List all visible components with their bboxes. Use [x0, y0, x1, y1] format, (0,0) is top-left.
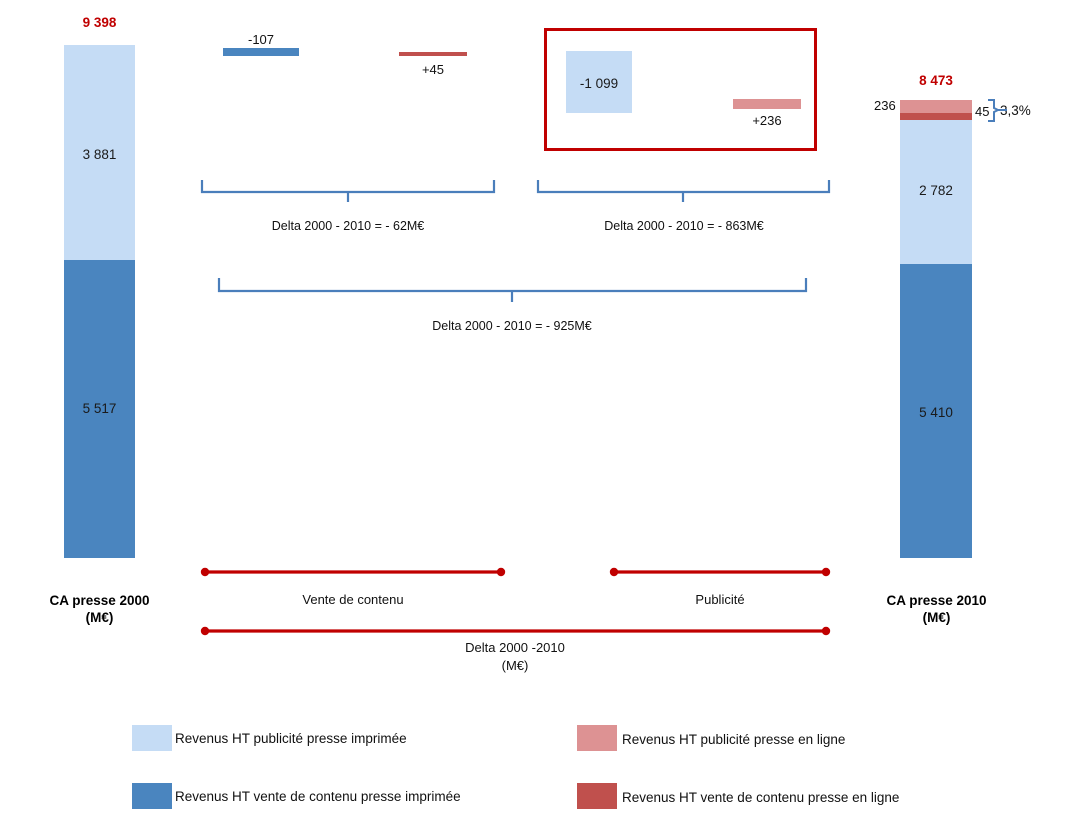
bracket-delta-vente-contenu — [200, 180, 496, 202]
axis-delta-total — [200, 626, 831, 636]
axis-vente-de-contenu-label: Vente de contenu — [302, 592, 404, 607]
delta-bar-4-label: +236 — [752, 113, 782, 128]
legend-label-vente-contenu-imprimee: Revenus HT vente de contenu presse impri… — [175, 789, 461, 804]
legend-swatch-publicite-en-ligne — [577, 725, 617, 751]
bracket-delta-total — [217, 278, 808, 302]
axis-vente-de-contenu — [200, 567, 506, 577]
delta-bar-publicite-en-ligne — [733, 99, 801, 109]
axis-label-2000-line1: CA presse 2000 — [49, 593, 150, 608]
bar-2010-vente-contenu-imprimee-value: 5 410 — [919, 405, 953, 420]
bar-2010-publicite-en-ligne — [900, 100, 972, 113]
axis-label-2000-line2: (M€) — [85, 610, 114, 625]
delta-bar-vente-contenu-en-ligne — [399, 52, 467, 56]
total-2000-label: 9 398 — [82, 15, 117, 30]
legend-label-publicite-en-ligne: Revenus HT publicité presse en ligne — [622, 732, 846, 747]
bar-2010-vente-contenu-imprimee — [900, 264, 972, 558]
legend-swatch-vente-contenu-imprimee — [132, 783, 172, 809]
bracket-delta-publicite — [536, 180, 831, 202]
bar-2010-vente-contenu-en-ligne-value: 45 — [975, 104, 990, 119]
bar-2010-vente-contenu-en-ligne — [900, 113, 972, 120]
bar-2000-vente-contenu-imprimee-value: 5 517 — [82, 401, 117, 416]
bar-2000-publicite-imprimee — [64, 45, 135, 260]
legend-label-vente-contenu-en-ligne: Revenus HT vente de contenu presse en li… — [622, 790, 900, 805]
delta-bar-publicite-imprimee — [566, 51, 632, 113]
axis-label-2010: CA presse 2010 (M€) — [866, 592, 1007, 626]
axis-delta-total-label-line2: (M€) — [501, 658, 529, 673]
bar-2000-vente-contenu-imprimee — [64, 260, 135, 558]
online-share-percent: 3,3% — [1000, 103, 1031, 118]
bar-2010-publicite-en-ligne-value: 236 — [874, 98, 896, 113]
bar-2010-publicite-imprimee — [900, 120, 972, 264]
online-share-brace — [988, 99, 1007, 122]
axis-publicite-label: Publicité — [695, 592, 745, 607]
axis-label-2010-line1: CA presse 2010 — [886, 593, 987, 608]
total-2010-label: 8 473 — [919, 73, 953, 88]
bracket-delta-vente-contenu-text: Delta 2000 - 2010 = - 62M€ — [271, 219, 425, 233]
axis-delta-total-label: Delta 2000 -2010 (M€) — [365, 639, 665, 675]
publicite-highlight-box — [544, 28, 817, 151]
delta-bar-3-label: -1 099 — [579, 76, 619, 91]
bracket-delta-publicite-text: Delta 2000 - 2010 = - 863M€ — [604, 219, 764, 233]
axis-publicite — [609, 567, 831, 577]
legend-label-publicite-imprimee: Revenus HT publicité presse imprimée — [175, 731, 407, 746]
bracket-delta-total-text: Delta 2000 - 2010 = - 925M€ — [432, 319, 592, 333]
delta-bar-2-label: +45 — [421, 62, 445, 77]
legend-swatch-publicite-imprimee — [132, 725, 172, 751]
delta-bar-vente-contenu-imprimee — [223, 48, 299, 56]
legend-swatch-vente-contenu-en-ligne — [577, 783, 617, 809]
axis-label-2000: CA presse 2000 (M€) — [29, 592, 170, 626]
delta-bar-1-label: -107 — [247, 32, 275, 47]
axis-label-2010-line2: (M€) — [922, 610, 951, 625]
bar-2000-publicite-imprimee-value: 3 881 — [82, 147, 117, 162]
axis-delta-total-label-line1: Delta 2000 -2010 — [465, 640, 565, 655]
bar-2010-publicite-imprimee-value: 2 782 — [919, 183, 953, 198]
